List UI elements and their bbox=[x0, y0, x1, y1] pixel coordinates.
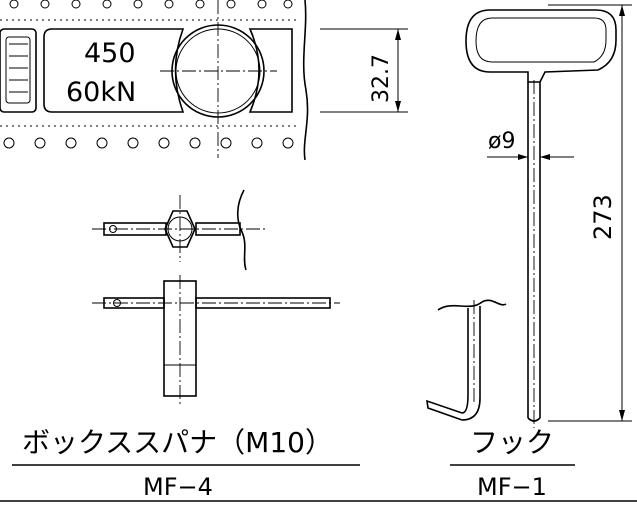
box-spanner-caption-block: ボックススパナ（M10） MF−4 bbox=[12, 426, 360, 501]
box-spanner-side-view bbox=[92, 275, 340, 404]
plate-height-dimension: 32.7 bbox=[320, 28, 408, 113]
plate-label-frame bbox=[43, 28, 185, 113]
plate-left-box bbox=[0, 28, 37, 113]
hook-caption-block: フック MF−1 bbox=[450, 426, 575, 501]
box-spanner-code: MF−4 bbox=[143, 473, 213, 501]
plate-rating-bottom: 60kN bbox=[66, 77, 136, 108]
hook-diameter-dimension: ø9 bbox=[487, 129, 574, 160]
plate-bottom-holes bbox=[3, 137, 294, 149]
hook-code: MF−1 bbox=[477, 473, 547, 501]
hook-tip-detail bbox=[426, 299, 507, 421]
hook-caption: フック bbox=[470, 426, 554, 459]
lifting-plate: 450 60kN 32.7 bbox=[0, 0, 408, 161]
box-spanner-caption: ボックススパナ（M10） bbox=[22, 426, 333, 459]
hook-diameter-value: ø9 bbox=[488, 129, 515, 154]
hook-main-view: ø9 273 bbox=[465, 4, 632, 428]
hook-length-dimension: 273 bbox=[548, 4, 632, 422]
plate-height-value: 32.7 bbox=[369, 54, 394, 103]
plate-rating-top: 450 bbox=[84, 38, 136, 69]
box-spanner-top-view bbox=[92, 189, 265, 271]
plate-top-holes bbox=[9, 0, 293, 9]
hook-length-value: 273 bbox=[589, 194, 617, 240]
